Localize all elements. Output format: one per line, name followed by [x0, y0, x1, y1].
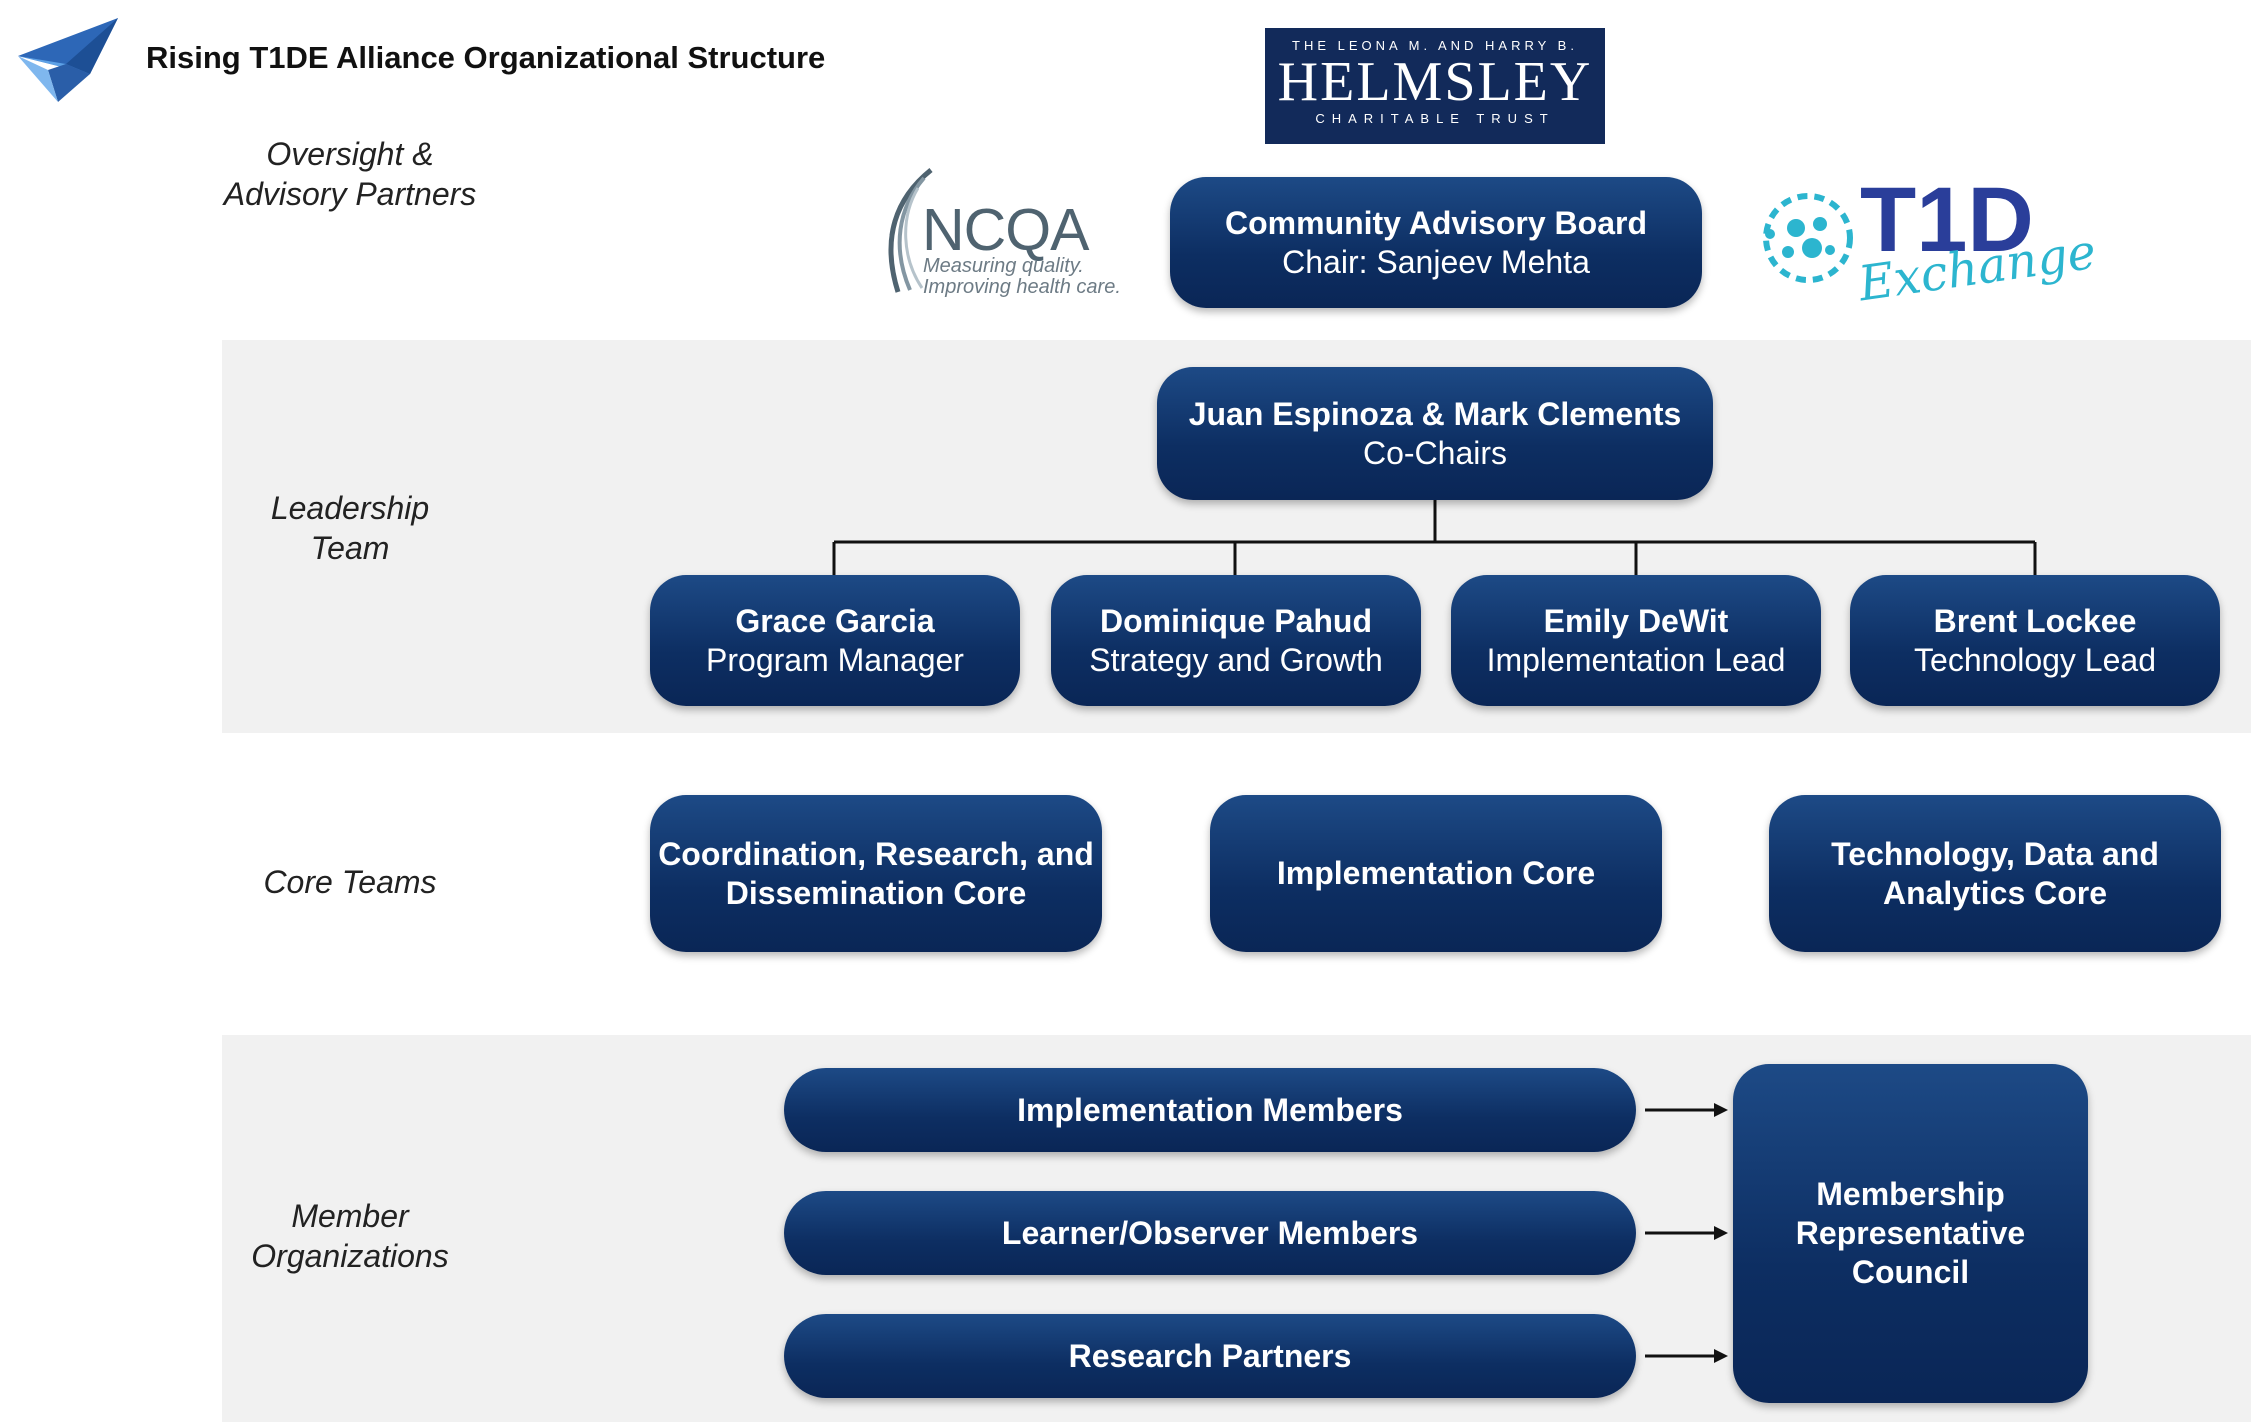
leader-box-emily-dewit: Emily DeWit Implementation Lead [1451, 575, 1821, 706]
core-box-technology: Technology, Data and Analytics Core [1769, 795, 2221, 952]
advisory-board-box: Community Advisory Board Chair: Sanjeev … [1170, 177, 1702, 308]
member-box-research-partners: Research Partners [784, 1314, 1636, 1398]
ncqa-tagline: Measuring quality. Improving health care… [923, 255, 1121, 298]
section-label-members: Member Organizations [251, 1198, 449, 1274]
t1d-name: T1D [1860, 169, 2034, 271]
paper-plane-logo [18, 18, 118, 102]
section-label-oversight: Oversight & Advisory Partners [223, 136, 477, 212]
leader-box-brent-lockee: Brent Lockee Technology Lead [1850, 575, 2220, 706]
member-label: Research Partners [1068, 1337, 1352, 1374]
member-box-implementation: Implementation Members [784, 1068, 1636, 1152]
ncqa-name: NCQA [922, 196, 1089, 264]
leader-role: Strategy and Growth [1089, 641, 1383, 678]
co-chairs-names: Juan Espinoza & Mark Clements [1188, 395, 1682, 432]
core-box-coordination: Coordination, Research, and Disseminatio… [650, 795, 1102, 952]
leader-box-grace-garcia: Grace Garcia Program Manager [650, 575, 1020, 706]
leader-name: Emily DeWit [1543, 602, 1729, 639]
core-box-implementation: Implementation Core [1210, 795, 1662, 952]
ncqa-swoosh-icon [888, 168, 933, 293]
ncqa-name-text: NCQA [922, 197, 1089, 263]
member-label: Implementation Members [1017, 1091, 1403, 1128]
leader-role: Implementation Lead [1486, 641, 1786, 678]
helmsley-top-text: THE LEONA M. AND HARRY B. [1292, 38, 1578, 53]
t1d-globe-icon [1763, 193, 1853, 283]
leader-role: Program Manager [706, 641, 964, 678]
core-label: Coordination, Research, and Disseminatio… [658, 835, 1094, 911]
core-label: Technology, Data and Analytics Core [1831, 835, 2159, 911]
arrowhead-3 [1714, 1349, 1728, 1363]
helmsley-logo: THE LEONA M. AND HARRY B. HELMSLEY CHARI… [1265, 28, 1605, 144]
section-label-core: Core Teams [263, 864, 437, 900]
helmsley-name: HELMSLEY [1277, 51, 1593, 113]
co-chairs-role: Co-Chairs [1362, 434, 1508, 471]
council-box: Membership Representative Council [1733, 1064, 2088, 1403]
leader-name: Dominique Pahud [1100, 602, 1372, 639]
core-label: Implementation Core [1276, 855, 1596, 891]
leader-name: Brent Lockee [1933, 602, 2137, 639]
member-box-learner-observer: Learner/Observer Members [784, 1191, 1636, 1275]
helmsley-bottom-text: CHARITABLE TRUST [1315, 111, 1555, 126]
member-label: Learner/Observer Members [1001, 1214, 1419, 1251]
leader-box-dominique-pahud: Dominique Pahud Strategy and Growth [1051, 575, 1421, 706]
leader-name: Grace Garcia [735, 602, 935, 639]
section-label-leadership: Leadership Team [270, 490, 430, 566]
co-chairs-box: Juan Espinoza & Mark Clements Co-Chairs [1157, 367, 1713, 500]
page-title: Rising T1DE Alliance Organizational Stru… [146, 40, 826, 75]
arrowhead-1 [1714, 1103, 1728, 1117]
advisory-board-name: Community Advisory Board [1225, 204, 1647, 241]
arrowhead-2 [1714, 1226, 1728, 1240]
advisory-board-chair: Chair: Sanjeev Mehta [1282, 243, 1590, 280]
leader-role: Technology Lead [1914, 641, 2156, 678]
council-label: Membership Representative Council [1795, 1176, 2026, 1290]
